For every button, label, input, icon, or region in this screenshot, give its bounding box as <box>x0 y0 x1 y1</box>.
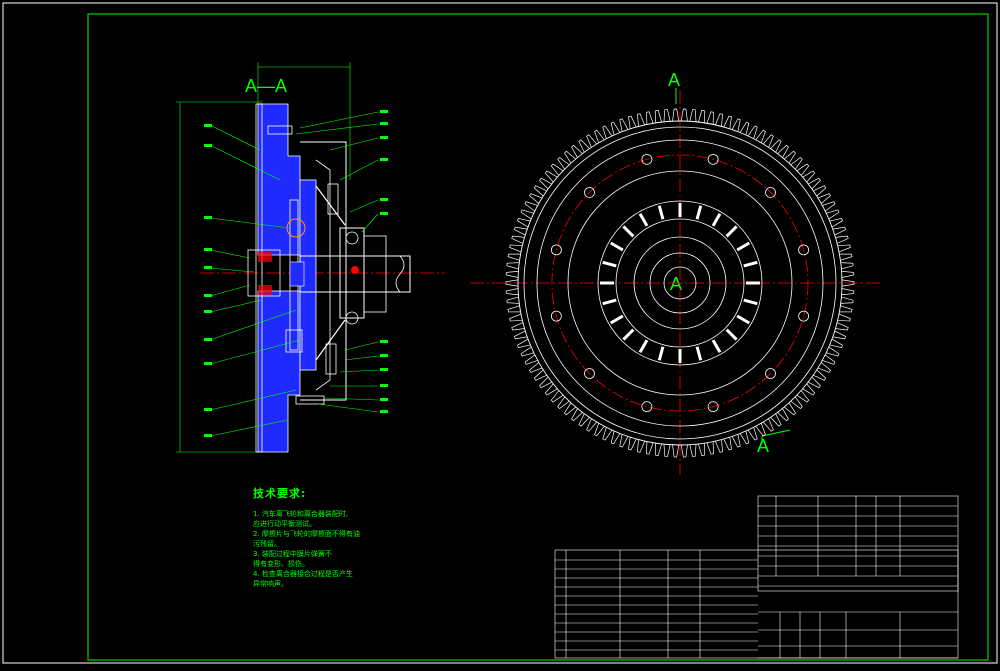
view-marker-top: A <box>668 70 680 90</box>
bolt-hole <box>707 401 719 413</box>
section-view-aa: A—A <box>176 62 445 455</box>
tech-req-line: 得有变形、损伤。 <box>253 560 309 568</box>
hub-slot <box>609 241 624 252</box>
hub-slot <box>638 339 649 354</box>
hub-slot <box>622 328 635 341</box>
ring-gear-teeth <box>505 108 855 458</box>
hub-slot <box>736 314 751 325</box>
diaphragm-spring <box>315 185 346 361</box>
bolt-hole <box>641 153 653 165</box>
hub-slot <box>638 212 649 227</box>
hub-slots <box>600 203 760 363</box>
hub-slot <box>695 205 703 220</box>
clutch-cover <box>300 141 347 401</box>
tech-req-line: 异常响声。 <box>253 580 288 588</box>
hub-slot <box>609 314 624 325</box>
bolt-hole <box>707 153 719 165</box>
technical-requirements: 技术要求: 1. 汽车离飞轮和离合器装配时, 应进行动平衡测试。 2. 摩擦片与… <box>253 485 378 589</box>
view-marker-bottom: A <box>757 436 769 456</box>
title-block <box>554 495 959 659</box>
hub-slot <box>657 205 665 220</box>
bolt-holes <box>550 153 810 413</box>
bolt-hole <box>641 401 653 413</box>
hub-slot <box>743 298 758 306</box>
bolt-hole <box>584 368 595 379</box>
front-view-flywheel: A A A <box>470 70 880 475</box>
hub-slot <box>711 212 722 227</box>
drawing-frame-inner <box>87 13 989 661</box>
tech-req-line: 1. 汽车离飞轮和离合器装配时, <box>253 510 349 518</box>
tech-req-title: 技术要求: <box>253 487 307 500</box>
hub-slot <box>725 225 738 238</box>
bolt-hole <box>798 310 810 322</box>
hub-slot <box>622 225 635 238</box>
hub-slot <box>725 328 738 341</box>
bolt-hole <box>550 244 562 256</box>
hub-slot <box>711 339 722 354</box>
hub-slot <box>657 346 665 361</box>
ring-gear-root <box>517 120 843 446</box>
hub-slot <box>736 241 751 252</box>
view-marker-center: A <box>670 274 682 294</box>
hub-slot <box>743 260 758 268</box>
flywheel-section-lower <box>257 290 301 453</box>
bolt-hole <box>765 187 776 198</box>
hub-slot <box>602 298 617 306</box>
tech-req-line: 2. 摩擦片与飞轮的摩擦面不得有油 <box>253 530 360 538</box>
tech-req-line: 污残留。 <box>253 540 281 548</box>
bolt-circle <box>551 154 809 412</box>
tech-req-line: 应进行动平衡测试。 <box>253 520 316 528</box>
hub-slot <box>695 346 703 361</box>
gear-tooth-profile <box>505 108 855 458</box>
tech-req-line: 3. 装配过程中膜片弹簧不 <box>253 550 332 558</box>
hub-slot <box>602 260 617 268</box>
bolt-hole <box>584 187 595 198</box>
bolt-hole <box>550 310 562 322</box>
tech-req-line: 4. 检查离合器接合过程是否产生 <box>253 570 353 578</box>
bolt-hole <box>798 244 810 256</box>
bolt-hole <box>765 368 776 379</box>
section-label: A—A <box>245 76 287 96</box>
